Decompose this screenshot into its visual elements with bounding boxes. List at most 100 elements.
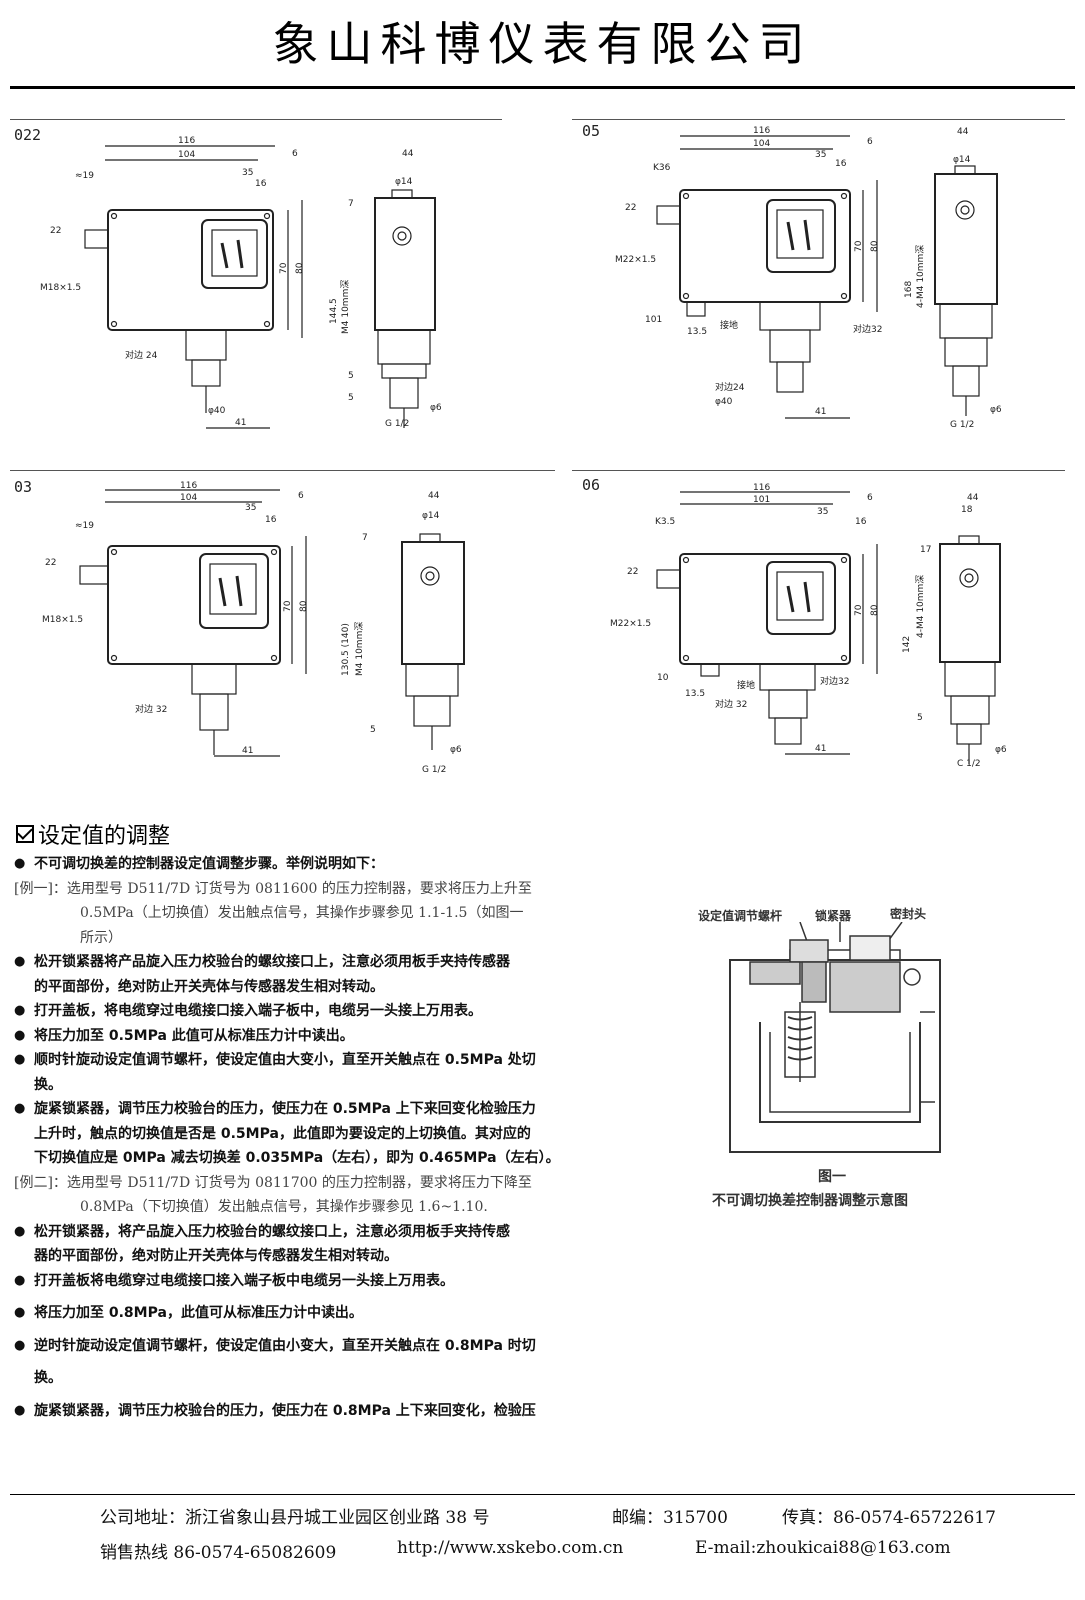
header-rule [10,86,1075,89]
dim-phi6: φ6 [450,745,462,755]
instruction-line: 换。 [34,1370,62,1386]
instruction-line: 将压力加至 0.8MPa，此值可从标准压力计中读出。 [14,1301,614,1326]
dim-101: 101 [645,315,662,325]
dim-6: 6 [867,493,873,503]
dim-19: ≈19 [75,521,94,531]
company-title: 象山科博仪表有限公司 [272,17,813,71]
instruction-line: 松开锁紧器，将产品旋入压力校验台的螺纹接口上，注意必须用板手夹持传感 [14,1220,614,1245]
dim-22: 22 [625,203,636,213]
dim-41: 41 [242,746,253,756]
dim-104: 104 [753,139,770,149]
footer-fax: 传真：86-0574-65722617 [782,1508,996,1528]
dim-flat24: 对边24 [715,381,745,393]
technical-drawing-022: 116 104 6 35 16 ≈19 22 M18×1.5 对边 24 φ40… [30,128,490,443]
dim-5: 5 [370,725,376,735]
dim-phi14: φ14 [953,155,971,165]
separator-top-right [572,119,1065,120]
instruction-line: 的平面部份，绝对防止开关壳体与传感器发生相对转动。 [34,978,384,995]
dim-80: 80 [870,604,880,616]
dim-22: 22 [50,226,61,236]
dim-phi40: φ40 [208,406,226,416]
figure-label-05: 05 [582,122,601,140]
dim-35: 35 [817,507,828,517]
dim-flat24: 对边 24 [125,349,158,361]
dim-101: 101 [753,495,770,505]
dim-35: 35 [815,150,826,160]
dim-80: 80 [870,240,880,252]
dim-g12: G 1/2 [385,419,409,429]
figure1-caption-num: 图一 [818,1169,846,1185]
dim-g12: G 1/2 [422,765,446,775]
dim-thread: M22×1.5 [615,255,656,265]
checkbox-icon [16,825,34,843]
dim-7: 7 [348,199,354,209]
dim-k: K3.5 [655,517,675,527]
dim-flat32b: 对边 32 [715,698,747,710]
dim-k: K36 [653,163,671,173]
dim-168: 168 [904,281,914,298]
footer-rule [10,1494,1075,1495]
dim-13-5: 13.5 [687,327,707,337]
dim-phi14: φ14 [422,511,440,521]
dim-130: 130.5 (140) [341,623,351,676]
dim-flat32a: 对边32 [820,675,849,687]
separator-mid-left [10,470,555,471]
dim-22: 22 [45,558,56,568]
instruction-line: 松开锁紧器将产品旋入压力校验台的螺纹接口上，注意必须用板手夹持传感器 [14,950,614,975]
separator-mid-right [572,470,1065,471]
dim-44: 44 [967,493,979,503]
dim-phi6: φ6 [995,745,1007,755]
footer-website[interactable]: http://www.xskebo.com.cn [397,1538,624,1558]
dim-deep: M4 10mm深 [354,622,365,676]
section-title-text: 设定值的调整 [38,824,171,849]
footer-email[interactable]: E-mail:zhoukicai88@163.com [695,1538,951,1558]
dim-116: 116 [753,126,770,136]
dim-thread: M18×1.5 [42,615,83,625]
example-line: [例二]：选用型号 D511/7D 订货号为 0811700 的压力控制器，要求… [14,1174,532,1191]
dim-44: 44 [957,127,969,137]
technical-drawing-05: 116 104 6 35 16 K36 22 M22×1.5 101 13.5 … [605,122,1050,437]
dim-thread: M22×1.5 [610,619,651,629]
dim-deep: 4-M4 10mm深 [915,575,926,638]
dim-deep: 4-M4 10mm深 [915,245,926,308]
dim-44: 44 [428,491,440,501]
section-title: 设定值的调整 [16,818,170,850]
dim-80: 80 [295,262,305,274]
instruction-line: 将压力加至 0.5MPa 此值可从标准压力计中读出。 [14,1024,614,1049]
dim-5: 5 [917,713,923,723]
dim-phi40: φ40 [715,397,733,407]
dim-35: 35 [242,168,253,178]
dim-19: ≈19 [75,171,94,181]
dim-17: 17 [920,545,931,555]
dim-5b: 5 [348,393,354,403]
dim-phi6: φ6 [990,405,1002,415]
instruction-line: 旋紧锁紧器，调节压力校验台的压力，使压力在 0.8MPa 上下来回变化，检验压 [14,1399,614,1424]
dim-phi14: φ14 [395,177,413,187]
dim-80: 80 [299,600,309,612]
instruction-line: 打开盖板将电缆穿过电缆接口接入端子板中电缆另一头接上万用表。 [14,1269,614,1294]
dim-116: 116 [178,136,195,146]
dim-44: 44 [402,149,414,159]
figure-label-022: 022 [14,126,42,144]
instruction-line: 下切换值应是 0MPa 减去切换差 0.035MPa（左右），即为 0.465M… [34,1150,560,1166]
dim-41: 41 [815,744,826,754]
example-line: 0.5MPa（上切换值）发出触点信号，其操作步骤参见 1.1-1.5（如图一 [80,905,524,921]
dim-16: 16 [835,159,847,169]
dim-70: 70 [854,240,864,252]
dim-70: 70 [283,600,293,612]
separator-top-left [10,119,502,120]
instruction-line: 器的平面部份，绝对防止开关壳体与传感器发生相对转动。 [34,1248,398,1264]
technical-drawing-03: 116 104 6 35 16 ≈19 22 M18×1.5 对边 32 41 … [30,480,490,785]
label-adjust-screw: 设定值调节螺杆 [698,909,783,923]
ground-label: 接地 [737,679,755,691]
dim-144: 144.5 [329,298,339,324]
footer-address: 公司地址：浙江省象山县丹城工业园区创业路 38 号 [100,1508,490,1528]
dim-flat32: 对边 32 [135,703,167,715]
dim-41: 41 [235,418,246,428]
instruction-line: 逆时针旋动设定值调节螺杆，使设定值由小变大，直至开关触点在 0.8MPa 时切 [14,1334,614,1359]
dim-g12: C 1/2 [957,759,981,769]
instruction-line: 打开盖板，将电缆穿过电缆接口接入端子板中，电缆另一头接上万用表。 [14,999,614,1024]
dim-7: 7 [362,533,368,543]
dim-70: 70 [279,262,289,274]
dim-6: 6 [292,149,298,159]
